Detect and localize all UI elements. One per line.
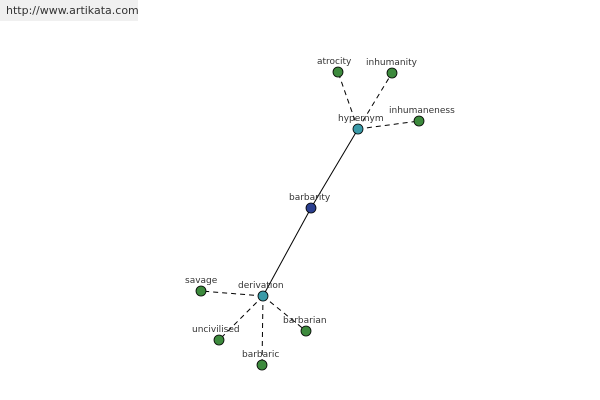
node-hypernym[interactable]: hypernym [338,114,384,135]
edge-derivation-barbarian [262,295,307,332]
node-derivation[interactable]: derivation [238,281,284,302]
node-label-inhumanity: inhumanity [366,58,418,68]
node-dot-barbarity[interactable] [305,202,317,214]
node-label-barbaric: barbaric [242,350,279,360]
edge-barbarity-derivation [262,207,312,297]
node-dot-savage[interactable] [195,285,207,297]
edge-hypernym-inhumanity [357,72,393,130]
node-barbarian[interactable]: barbarian [283,316,327,337]
node-dot-atrocity[interactable] [332,66,344,78]
node-label-derivation: derivation [238,281,284,291]
node-atrocity[interactable]: atrocity [317,57,352,78]
node-dot-uncivilised[interactable] [213,334,225,346]
node-barbaric[interactable]: barbaric [242,350,279,371]
site-url-link[interactable]: http://www.artikata.com [6,4,139,17]
edge-hypernym-inhumaneness [357,120,420,130]
node-dot-inhumaneness[interactable] [413,115,425,127]
edge-derivation-uncivilised [218,295,264,341]
edge-hypernym-atrocity [337,71,359,130]
node-label-uncivilised: uncivilised [192,325,240,335]
edge-derivation-savage [200,290,264,297]
node-label-savage: savage [185,276,218,286]
nodes-layer: barbarity hypernym derivation atrocity inhum… [185,57,455,371]
node-inhumanity[interactable]: inhumanity [366,58,418,79]
node-label-hypernym: hypernym [338,114,384,124]
node-label-barbarian: barbarian [283,316,327,326]
node-label-barbarity: barbarity [289,193,331,203]
node-dot-hypernym[interactable] [352,123,364,135]
node-uncivilised[interactable]: uncivilised [192,325,240,346]
edges-layer [200,71,420,366]
edge-derivation-barbaric [261,295,264,366]
url-bar: http://www.artikata.com [0,0,139,21]
node-barbarity[interactable]: barbarity [289,193,331,214]
node-dot-derivation[interactable] [257,290,269,302]
node-dot-barbarian[interactable] [300,325,312,337]
node-savage[interactable]: savage [185,276,218,297]
node-dot-barbaric[interactable] [256,359,268,371]
node-label-atrocity: atrocity [317,57,352,67]
node-dot-inhumanity[interactable] [386,67,398,79]
node-inhumaneness[interactable]: inhumaneness [389,106,455,127]
node-label-inhumaneness: inhumaneness [389,106,455,116]
edge-barbarity-hypernym [310,128,359,209]
